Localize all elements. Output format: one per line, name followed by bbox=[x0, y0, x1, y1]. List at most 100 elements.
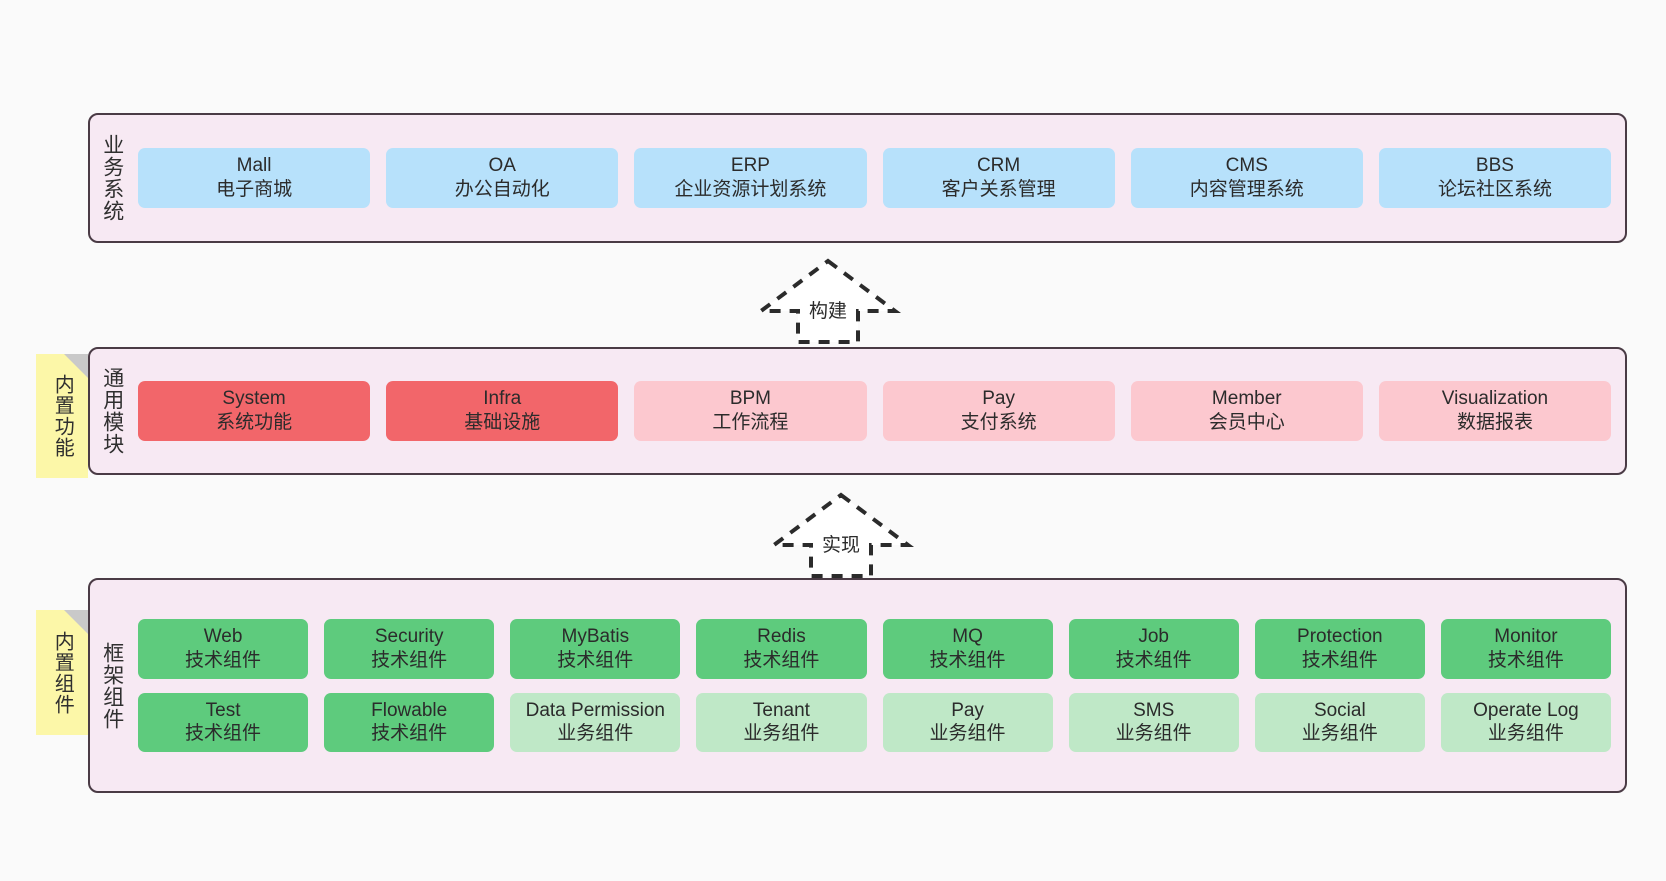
card-pay-component[interactable]: Pay 业务组件 bbox=[882, 692, 1053, 752]
card-name: Flowable bbox=[371, 699, 448, 721]
card-name: MQ bbox=[952, 626, 983, 647]
card-data-permission[interactable]: Data Permission 业务组件 bbox=[510, 692, 681, 752]
note-builtin-component: 内置组件 bbox=[36, 610, 88, 735]
card-name: Pay bbox=[951, 699, 984, 721]
card-desc: 业务组件 bbox=[557, 723, 634, 745]
card-web[interactable]: Web 技术组件 bbox=[138, 619, 309, 679]
card-tenant[interactable]: Tenant 业务组件 bbox=[696, 692, 867, 752]
card-infra[interactable]: Infra 基础设施 bbox=[386, 381, 619, 441]
connector-implement: 实现 bbox=[767, 492, 915, 578]
card-name: Social bbox=[1313, 699, 1366, 721]
card-name: Web bbox=[203, 626, 243, 647]
card-sms[interactable]: SMS 业务组件 bbox=[1068, 692, 1239, 752]
card-name: Security bbox=[374, 626, 444, 647]
card-system[interactable]: System 系统功能 bbox=[138, 381, 371, 441]
card-name: Redis bbox=[757, 626, 806, 647]
build-arrow-icon bbox=[754, 258, 902, 344]
card-name: BPM bbox=[729, 388, 772, 410]
card-desc: 支付系统 bbox=[960, 412, 1037, 433]
card-name: CRM bbox=[976, 155, 1021, 177]
layer-title-common-module: 通用模块 bbox=[100, 367, 124, 455]
card-pay-module[interactable]: Pay 支付系统 bbox=[882, 381, 1115, 441]
card-mq[interactable]: MQ 技术组件 bbox=[882, 619, 1053, 679]
note-fold-icon bbox=[64, 610, 88, 634]
card-name: Protection bbox=[1297, 626, 1383, 647]
card-desc: 技术组件 bbox=[185, 723, 262, 745]
card-desc: 基础设施 bbox=[464, 412, 541, 433]
layer-framework-component: 框架组件 Web 技术组件 Security 技术组件 MyBatis 技术组件… bbox=[88, 578, 1627, 793]
card-visualization[interactable]: Visualization 数据报表 bbox=[1378, 381, 1612, 441]
card-crm[interactable]: CRM 客户关系管理 bbox=[882, 148, 1115, 208]
card-mall[interactable]: Mall 电子商城 bbox=[138, 148, 371, 208]
card-desc: 技术组件 bbox=[557, 649, 634, 671]
card-name: OA bbox=[488, 155, 516, 177]
card-job[interactable]: Job 技术组件 bbox=[1068, 619, 1239, 679]
card-name: CMS bbox=[1225, 155, 1268, 177]
card-desc: 技术组件 bbox=[1301, 649, 1378, 671]
card-name: Mall bbox=[236, 155, 272, 177]
card-desc: 数据报表 bbox=[1456, 412, 1533, 433]
card-name: SMS bbox=[1133, 699, 1175, 721]
card-row: Mall 电子商城 OA 办公自动化 ERP 企业资源计划系统 CRM 客户关系… bbox=[138, 148, 1612, 208]
card-desc: 会员中心 bbox=[1208, 412, 1285, 433]
card-desc: 业务组件 bbox=[1115, 723, 1192, 745]
card-protection[interactable]: Protection 技术组件 bbox=[1254, 619, 1425, 679]
card-name: Test bbox=[205, 699, 241, 721]
card-desc: 技术组件 bbox=[743, 649, 820, 671]
card-desc: 技术组件 bbox=[185, 649, 262, 671]
card-desc: 技术组件 bbox=[1115, 649, 1192, 671]
card-desc: 系统功能 bbox=[216, 412, 293, 433]
layer-body-framework-component: Web 技术组件 Security 技术组件 MyBatis 技术组件 Redi… bbox=[134, 580, 1625, 791]
card-redis[interactable]: Redis 技术组件 bbox=[696, 619, 867, 679]
card-bbs[interactable]: BBS 论坛社区系统 bbox=[1378, 148, 1612, 208]
connector-build: 构建 bbox=[754, 258, 902, 344]
card-desc: 客户关系管理 bbox=[941, 179, 1056, 200]
card-member[interactable]: Member 会员中心 bbox=[1130, 381, 1363, 441]
layer-title-business-system: 业务系统 bbox=[100, 134, 124, 222]
card-desc: 企业资源计划系统 bbox=[674, 179, 827, 200]
card-oa[interactable]: OA 办公自动化 bbox=[386, 148, 619, 208]
card-security[interactable]: Security 技术组件 bbox=[324, 619, 495, 679]
card-name: MyBatis bbox=[561, 626, 630, 647]
card-desc: 业务组件 bbox=[743, 723, 820, 745]
layer-common-module: 通用模块 System 系统功能 Infra 基础设施 BPM 工作流程 Pay… bbox=[88, 347, 1627, 475]
card-erp[interactable]: ERP 企业资源计划系统 bbox=[634, 148, 867, 208]
card-row: Web 技术组件 Security 技术组件 MyBatis 技术组件 Redi… bbox=[138, 619, 1611, 679]
card-desc: 论坛社区系统 bbox=[1437, 179, 1552, 200]
card-desc: 工作流程 bbox=[712, 412, 789, 433]
card-desc: 办公自动化 bbox=[454, 179, 550, 200]
card-name: Operate Log bbox=[1473, 699, 1579, 721]
card-name: Data Permission bbox=[525, 699, 665, 721]
card-desc: 内容管理系统 bbox=[1189, 179, 1304, 200]
card-name: Visualization bbox=[1441, 388, 1549, 410]
layer-title-framework-component: 框架组件 bbox=[100, 641, 124, 730]
card-name: Tenant bbox=[752, 699, 810, 721]
card-name: System bbox=[222, 388, 286, 410]
card-desc: 电子商城 bbox=[216, 179, 293, 200]
card-flowable[interactable]: Flowable 技术组件 bbox=[324, 692, 495, 752]
note-fold-icon bbox=[64, 354, 88, 378]
card-name: Job bbox=[1138, 626, 1169, 647]
card-bpm[interactable]: BPM 工作流程 bbox=[634, 381, 867, 441]
note-builtin-function: 内置功能 bbox=[36, 354, 88, 478]
card-name: Member bbox=[1211, 388, 1282, 410]
note-label: 内置功能 bbox=[51, 374, 74, 458]
layer-body-business-system: Mall 电子商城 OA 办公自动化 ERP 企业资源计划系统 CRM 客户关系… bbox=[134, 115, 1625, 241]
card-name: BBS bbox=[1475, 155, 1514, 177]
card-desc: 业务组件 bbox=[1301, 723, 1378, 745]
card-test[interactable]: Test 技术组件 bbox=[138, 692, 309, 752]
card-desc: 业务组件 bbox=[1487, 723, 1564, 745]
card-social[interactable]: Social 业务组件 bbox=[1254, 692, 1425, 752]
note-label: 内置组件 bbox=[51, 630, 74, 715]
card-desc: 技术组件 bbox=[371, 649, 448, 671]
card-monitor[interactable]: Monitor 技术组件 bbox=[1440, 619, 1611, 679]
card-desc: 技术组件 bbox=[371, 723, 448, 745]
card-name: Pay bbox=[982, 388, 1015, 410]
card-cms[interactable]: CMS 内容管理系统 bbox=[1130, 148, 1363, 208]
card-operate-log[interactable]: Operate Log 业务组件 bbox=[1440, 692, 1611, 752]
card-mybatis[interactable]: MyBatis 技术组件 bbox=[510, 619, 681, 679]
card-name: Monitor bbox=[1494, 626, 1558, 647]
card-name: Infra bbox=[483, 388, 522, 410]
card-desc: 技术组件 bbox=[929, 649, 1006, 671]
